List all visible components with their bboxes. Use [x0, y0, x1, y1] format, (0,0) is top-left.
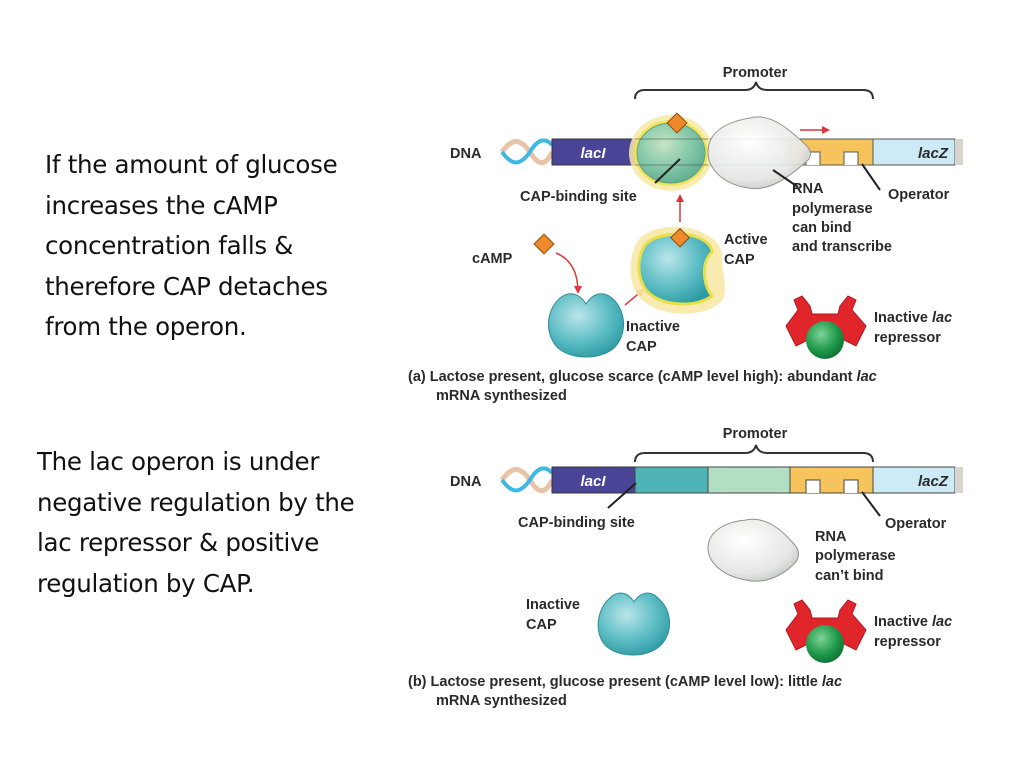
active-cap-protein — [637, 232, 715, 306]
rna-polymerase — [707, 518, 799, 582]
inducer-molecule — [806, 625, 844, 663]
panel-a: Promoter DNA lacI lacZ CAP-binding site … — [408, 65, 963, 404]
rna-pol-label-1: RNA — [815, 529, 847, 545]
active-cap-label-2: CAP — [724, 252, 755, 268]
rna-pol-pointer — [772, 169, 799, 188]
repressor-label-2: repressor — [874, 330, 941, 346]
lacZ-label: lacZ — [918, 145, 949, 162]
dna-helix-icon — [499, 466, 555, 493]
operator-label: Operator — [888, 187, 950, 203]
text-line: increases the cAMP — [45, 190, 278, 220]
active-cap-camp-icon — [670, 227, 690, 248]
dna-end — [955, 467, 963, 493]
repressor-label-2: repressor — [874, 634, 941, 650]
cap-binding-site-label: CAP-binding site — [520, 189, 637, 205]
slide-text-regulation: The lac operon is under negative regulat… — [37, 442, 355, 604]
text-line: from the operon. — [45, 312, 247, 341]
rna-pol-label-2: polymerase — [815, 548, 896, 564]
operator-pointer — [861, 491, 881, 517]
inactive-cap-label-2: CAP — [626, 339, 657, 355]
promoter-mid-region — [707, 466, 791, 494]
camp-label: cAMP — [472, 251, 513, 267]
dna-helix-icon — [499, 138, 555, 165]
bound-camp-icon — [666, 112, 688, 134]
operator-pointer — [861, 163, 881, 191]
lacI-gene — [551, 466, 636, 494]
dna-label: DNA — [450, 474, 482, 490]
lacZ-label: lacZ — [918, 473, 949, 490]
inducer-molecule — [806, 321, 844, 359]
camp-molecule-icon — [533, 233, 555, 255]
rna-polymerase — [707, 116, 811, 190]
cap-binding-site-label: CAP-binding site — [518, 515, 635, 531]
inactive-repressor — [785, 295, 867, 359]
operator-label: Operator — [885, 516, 947, 532]
inactive-repressor — [785, 599, 867, 663]
active-cap-label-1: Active — [724, 232, 768, 248]
promoter-bracket — [634, 444, 874, 463]
rna-pol-label-3: can bind — [792, 220, 852, 236]
rna-pol-label-2: polymerase — [792, 201, 873, 217]
dna-end — [955, 139, 963, 165]
slide-text-glucose-camp: If the amount of glucose increases the c… — [45, 145, 338, 348]
text-line: The lac operon is under — [37, 447, 320, 476]
text-line: lac repressor & positive — [37, 528, 320, 557]
inactive-cap-protein — [548, 293, 624, 358]
text-line: therefore CAP detaches — [45, 271, 328, 301]
cap-binding-site — [634, 466, 709, 494]
inactive-cap-label-1: Inactive — [526, 597, 580, 613]
rna-pol-label-1: RNA — [792, 181, 824, 197]
text-line: negative regulation by the — [37, 487, 355, 517]
camp-binding-arrow-icon — [555, 252, 582, 294]
caption-b-line1: (b) Lactose present, glucose present (cA… — [408, 674, 842, 690]
rna-pol-label-4: and transcribe — [792, 239, 892, 255]
repressor-label-1: Inactive lac — [874, 614, 952, 630]
caption-a-line2: mRNA synthesized — [436, 388, 567, 404]
text-line: If the amount of glucose — [45, 150, 338, 179]
panel-b: Promoter DNA lacI lacZ CAP-binding site … — [408, 426, 963, 709]
inactive-cap-protein — [597, 592, 670, 656]
repressor-label-1: Inactive lac — [874, 310, 952, 326]
inactive-cap-label-2: CAP — [526, 617, 557, 633]
bound-cap-protein — [636, 122, 706, 184]
promoter-label: Promoter — [723, 65, 788, 81]
caption-a-line1: (a) Lactose present, glucose scarce (cAM… — [408, 369, 877, 385]
lacZ-gene — [872, 466, 956, 494]
text-line: concentration falls & — [45, 231, 294, 260]
operator-region — [789, 466, 874, 494]
lacI-label: lacI — [580, 473, 606, 490]
inactive-cap-label-1: Inactive — [626, 319, 680, 335]
caption-b-line2: mRNA synthesized — [436, 693, 567, 709]
cap-site-pointer — [607, 482, 637, 509]
dna-label: DNA — [450, 146, 482, 162]
cap-site-pointer — [654, 158, 681, 184]
rna-pol-label-3: can’t bind — [815, 568, 883, 584]
lacZ-gene — [872, 138, 956, 166]
promoter-label: Promoter — [723, 426, 788, 442]
text-line: regulation by CAP. — [37, 568, 255, 598]
promoter-bracket — [634, 81, 874, 100]
lacI-label: lacI — [580, 145, 606, 162]
operator-notches — [805, 479, 859, 493]
